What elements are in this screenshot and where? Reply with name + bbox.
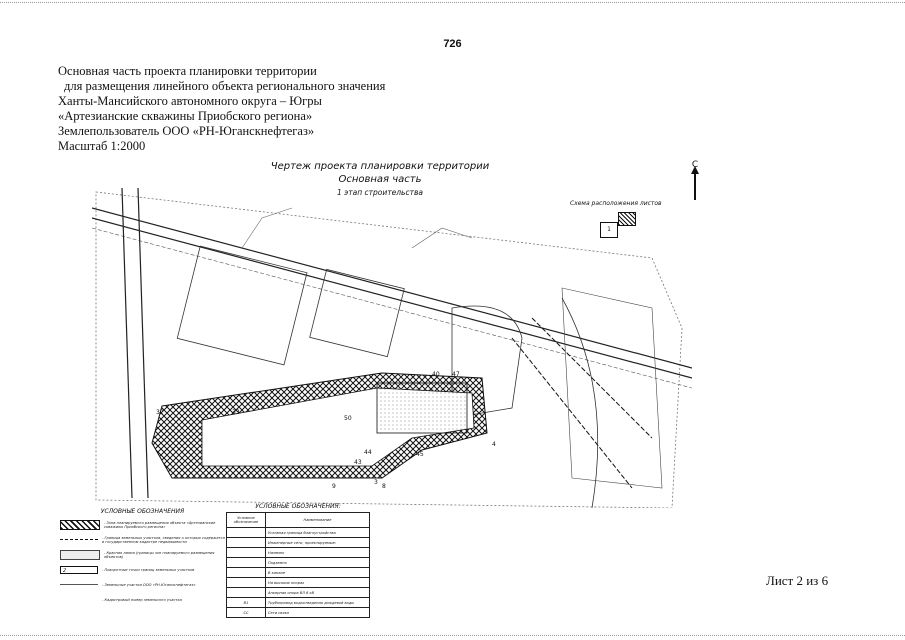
parcel-2 [309, 268, 405, 358]
pipeline-2 [531, 317, 653, 439]
legend-table: Условное обозначение Наименование Условн… [226, 512, 370, 618]
page-number: 726 [443, 38, 462, 50]
thin-line-icon [60, 584, 98, 585]
legend-item: - Зона планируемого размещения объекта «… [60, 517, 225, 532]
turn-point-icon: 2 [60, 565, 98, 574]
scan-edge-top [0, 2, 905, 4]
pipeline-3 [561, 297, 599, 508]
table-row: Наземно [226, 547, 370, 558]
point-label: 4 [492, 441, 496, 448]
sheet-layout-scheme: Схема расположения листов 1 [570, 200, 700, 238]
scheme-label: Схема расположения листов [570, 200, 662, 207]
legend-left-title: УСЛОВНЫЕ ОБОЗНАЧЕНИЯ [100, 508, 185, 515]
point-label: 47 [452, 371, 460, 378]
point-label: 32 [156, 409, 164, 416]
table-row: На высоких опорах [226, 577, 370, 588]
planning-map: 40 47 50 33 32 9 44 43 4 8 3 45 [92, 188, 692, 508]
parcel-1 [176, 245, 308, 366]
pad-area [376, 382, 468, 434]
header-line-3: Ханты-Мансийского автономного округа – Ю… [58, 94, 322, 108]
legend-item: - Граница земельных участков, сведения о… [60, 532, 225, 547]
contour-2 [411, 227, 473, 249]
point-label: 40 [432, 371, 440, 378]
pipeline-1 [511, 337, 633, 489]
header-line-4: «Артезианские скважины Приобского регион… [58, 109, 313, 123]
legend-left: УСЛОВНЫЕ ОБОЗНАЧЕНИЯ - Зона планируемого… [60, 508, 225, 607]
drawing-title: Чертеж проекта планировки территории [270, 161, 490, 172]
road-main [92, 207, 692, 369]
parcel-4 [561, 287, 663, 489]
legend-table-block: УСЛОВНЫЕ ОБОЗНАЧЕНИЯ: Условное обозначен… [226, 503, 370, 618]
point-label: 45 [416, 451, 424, 458]
road-left-2 [137, 188, 149, 499]
point-label: 3 [374, 479, 378, 486]
table-row: Подземно [226, 557, 370, 568]
north-arrow: С [688, 160, 702, 200]
header-line-5: Землепользователь ООО «РН-Юганскнефтегаз… [58, 124, 315, 138]
point-label: 9 [332, 483, 336, 490]
header-line-2: для размещения линейного объекта региона… [64, 79, 386, 93]
legend-item: 2 - Поворотные точки границ земельных уч… [60, 562, 225, 577]
column-header: Условное обозначение [226, 512, 266, 528]
scheme-hatched-box [618, 212, 636, 226]
drawing-title-block: Чертеж проекта планировки территории Осн… [270, 160, 490, 199]
cadastral-number-icon [60, 596, 98, 604]
north-arrow-icon [691, 166, 699, 200]
dotted-fill-icon [60, 549, 100, 560]
point-label: 8 [382, 483, 386, 490]
legend-item: - Красная линия (границы зон планируемог… [60, 547, 225, 562]
table-row: Анкерная опора ВЛ 6 кВ [226, 587, 370, 598]
road-main-3 [92, 227, 692, 389]
header-line-1: Основная часть проекта планировки террит… [58, 64, 317, 78]
sheet-label: Лист 2 из 6 [766, 573, 829, 588]
hatch-symbol-icon [60, 519, 100, 530]
point-label: 50 [344, 415, 352, 422]
legend-item: - Земельные участки ООО «РН-Юганскнефтег… [60, 577, 225, 592]
north-label: С [691, 160, 699, 170]
parcel-3 [451, 305, 523, 419]
table-row: В канале [226, 567, 370, 578]
document-header: Основная часть проекта планировки террит… [58, 64, 385, 154]
table-row: Условная граница благоустройства [226, 527, 370, 538]
point-label: 44 [364, 449, 372, 456]
header-line-6: Масштаб 1:2000 [58, 139, 146, 153]
road-main-2 [92, 217, 692, 379]
legend-table-title: УСЛОВНЫЕ ОБОЗНАЧЕНИЯ: [255, 503, 341, 510]
contour-1 [241, 207, 293, 249]
road-left [121, 188, 133, 499]
scheme-sheet-box: 1 [600, 222, 618, 238]
column-header: Наименование [265, 512, 370, 528]
point-label: 33 [232, 409, 240, 416]
table-header-row: Условное обозначение Наименование [226, 512, 370, 528]
drawing-subtitle: Основная часть [338, 174, 422, 185]
dashed-line-icon [60, 539, 98, 540]
drawing-stage: 1 этап строительства [337, 188, 423, 197]
point-label: 43 [354, 459, 362, 466]
scan-edge-bottom [0, 635, 905, 637]
table-row: Инженерные сети, проектируемые: [226, 537, 370, 548]
legend-item: - Кадастровый номер земельного участка [60, 592, 225, 607]
